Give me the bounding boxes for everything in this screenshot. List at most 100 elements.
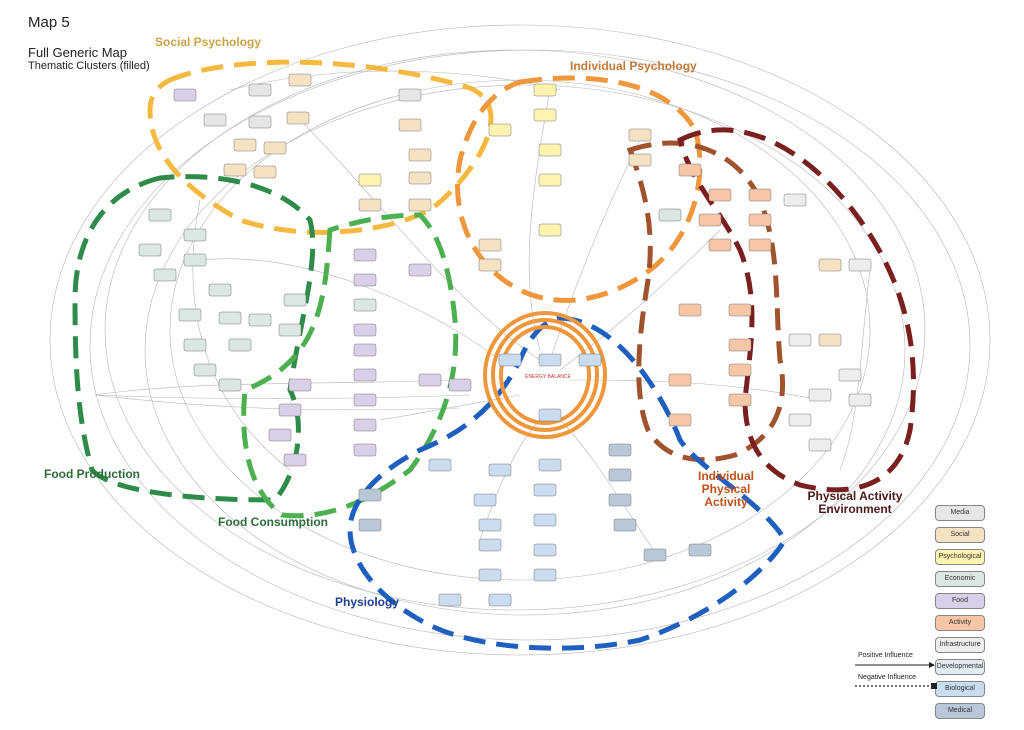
factor-node <box>708 238 732 252</box>
negative-influence-label: Negative Influence <box>858 674 916 681</box>
factor-node <box>478 258 502 272</box>
factor-node <box>268 428 292 442</box>
energy-balance-label: ENERGY BALANCE <box>525 374 571 380</box>
factor-node <box>353 343 377 357</box>
legend-item-infrastructure: Infrastructure <box>935 637 985 653</box>
factor-node <box>263 141 287 155</box>
negative-influence-arrow <box>855 683 937 689</box>
factor-node <box>698 213 722 227</box>
factor-node <box>283 453 307 467</box>
factor-node <box>538 143 562 157</box>
factor-node <box>248 115 272 129</box>
factor-node <box>728 393 752 407</box>
positive-influence-arrow <box>855 662 935 668</box>
legend-item-activity: Activity <box>935 615 985 631</box>
factor-node <box>223 163 247 177</box>
factor-node <box>218 311 242 325</box>
cluster-outline <box>241 212 459 519</box>
factor-node <box>728 363 752 377</box>
factor-node <box>358 198 382 212</box>
factor-node <box>408 148 432 162</box>
factor-node <box>203 113 227 127</box>
factor-node <box>353 418 377 432</box>
cluster-outline <box>677 127 916 493</box>
factor-node <box>478 238 502 252</box>
cluster-label-food-consumption: Food Consumption <box>218 515 328 529</box>
factor-node <box>278 323 302 337</box>
factor-node <box>533 483 557 497</box>
factor-node <box>173 88 197 102</box>
map-subtitle: Full Generic Map <box>28 45 127 60</box>
factor-node <box>398 88 422 102</box>
factor-node <box>283 293 307 307</box>
factor-node <box>183 338 207 352</box>
factor-node <box>498 353 522 367</box>
factor-node <box>728 338 752 352</box>
cluster-label-physical-activity-environment: Physical Activity Environment <box>807 489 903 516</box>
cluster-label-physiology: Physiology <box>335 595 400 609</box>
factor-node <box>358 173 382 187</box>
cluster-outline <box>347 315 788 651</box>
factor-node <box>183 228 207 242</box>
factor-node <box>408 198 432 212</box>
cluster-label-individual-psychology: Individual Psychology <box>570 59 697 73</box>
cluster-label-individual-physical-activity: Individual Physical Activity <box>697 469 754 509</box>
factor-node <box>848 258 872 272</box>
factor-node <box>398 118 422 132</box>
factor-node <box>488 463 512 477</box>
cluster-outline <box>455 75 703 303</box>
factor-node <box>353 368 377 382</box>
factor-node <box>538 223 562 237</box>
factor-node <box>138 243 162 257</box>
cluster-label-food-production: Food Production <box>44 467 140 481</box>
factor-node <box>578 353 602 367</box>
factor-node <box>478 568 502 582</box>
factor-node <box>218 378 242 392</box>
factor-node <box>178 308 202 322</box>
map-subtitle-2: Thematic Clusters (filled) <box>28 60 150 72</box>
cluster-outline <box>72 174 316 503</box>
factor-node <box>533 83 557 97</box>
factor-node <box>288 378 312 392</box>
factor-node <box>193 363 217 377</box>
factor-node <box>818 258 842 272</box>
legend: Media Social Psychological Economic Food… <box>935 505 985 725</box>
factor-node <box>253 165 277 179</box>
factor-node <box>408 171 432 185</box>
factor-node <box>708 188 732 202</box>
factor-node <box>748 213 772 227</box>
factor-node <box>628 128 652 142</box>
factor-node <box>278 403 302 417</box>
factor-node <box>608 443 632 457</box>
factor-node <box>748 238 772 252</box>
factor-node <box>538 458 562 472</box>
factor-node <box>408 263 432 277</box>
factor-node <box>428 458 452 472</box>
factor-node <box>783 193 807 207</box>
factor-node <box>248 313 272 327</box>
cluster-label-social-psychology: Social Psychology <box>155 35 262 49</box>
factor-node <box>658 208 682 222</box>
factor-node <box>818 333 842 347</box>
factor-node <box>228 338 252 352</box>
factor-node <box>478 518 502 532</box>
factor-node <box>358 488 382 502</box>
factor-node <box>418 373 442 387</box>
factor-node <box>353 273 377 287</box>
factor-node <box>533 568 557 582</box>
factor-node <box>208 283 232 297</box>
map-title: Map 5 <box>28 14 70 31</box>
factor-node <box>353 298 377 312</box>
factor-node <box>538 353 562 367</box>
map-header: Map 5 Full Generic Map Thematic Clusters… <box>28 14 150 72</box>
factor-node <box>788 333 812 347</box>
factor-node <box>678 163 702 177</box>
legend-item-media: Media <box>935 505 985 521</box>
factor-node <box>533 513 557 527</box>
factor-node <box>358 518 382 532</box>
cluster-outline <box>147 59 494 235</box>
factor-node <box>438 593 462 607</box>
factor-node <box>808 388 832 402</box>
factor-node <box>473 493 497 507</box>
